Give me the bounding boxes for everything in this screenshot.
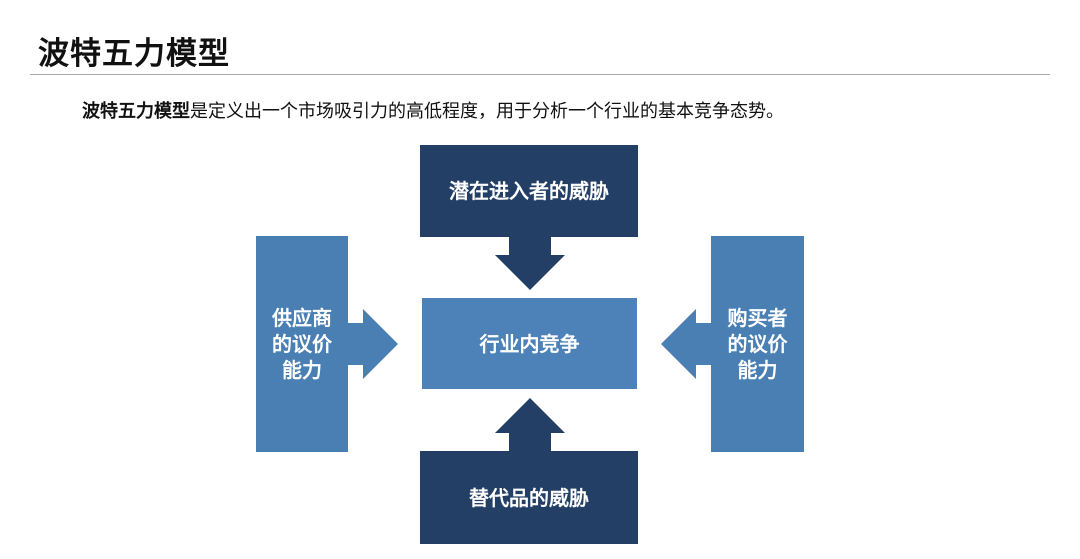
box-potential-entrants-label: 潜在进入者的威胁 [449,179,609,203]
box-industry-rivalry-label: 行业内竞争 [479,331,580,356]
arrow-right-icon [348,309,398,379]
box-supplier-power-label: 供应商 的议价 能力 [272,306,332,382]
title-divider [30,74,1050,75]
box-buyer-power-label: 购买者 的议价 能力 [727,306,788,382]
box-supplier-power: 供应商 的议价 能力 [256,236,348,452]
subtitle-text: 是定义出一个市场吸引力的高低程度，用于分析一个行业的基本竞争态势。 [190,101,784,122]
arrow-left-icon [661,309,711,379]
box-substitutes-label: 替代品的威胁 [469,485,589,510]
box-potential-entrants: 潜在进入者的威胁 [420,145,638,237]
box-substitutes: 替代品的威胁 [420,451,638,544]
box-industry-rivalry: 行业内竞争 [422,298,637,389]
subtitle: 波特五力模型是定义出一个市场吸引力的高低程度，用于分析一个行业的基本竞争态势。 [82,97,784,123]
arrow-down-icon [495,237,565,290]
box-buyer-power: 购买者 的议价 能力 [711,236,804,452]
arrow-up-icon [495,398,565,451]
page-title: 波特五力模型 [38,36,230,72]
subtitle-bold-term: 波特五力模型 [82,101,190,122]
